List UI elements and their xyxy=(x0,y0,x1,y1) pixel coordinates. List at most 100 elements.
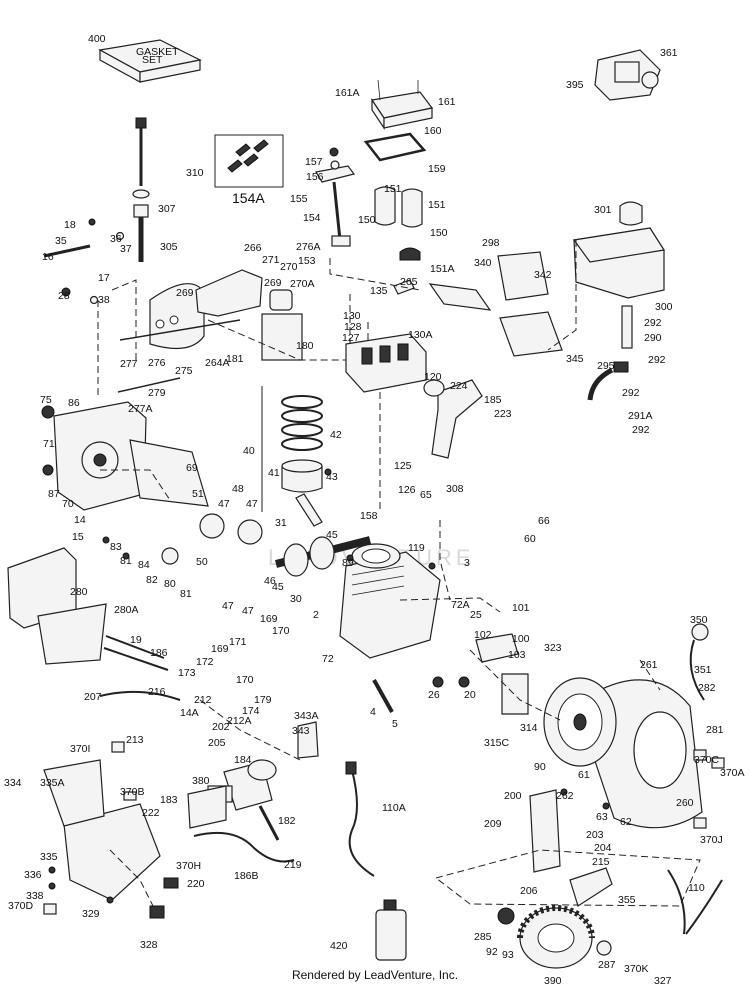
part-callout: 47 xyxy=(222,600,234,612)
part-callout: 260 xyxy=(676,797,694,809)
part-callout: 327 xyxy=(654,975,672,987)
part-callout: 281 xyxy=(706,724,724,736)
part-callout: 334 xyxy=(4,777,22,789)
part-callout: 86 xyxy=(68,397,80,409)
part-callout: 266 xyxy=(244,242,262,254)
linkages xyxy=(43,244,394,863)
part-callout: 151A xyxy=(430,263,455,275)
part-callout: 305 xyxy=(160,241,178,253)
part-callout: 276 xyxy=(148,357,166,369)
crankcase-cover xyxy=(53,401,209,511)
part-callout: 66 xyxy=(538,515,550,527)
part-callout: 102 xyxy=(474,629,492,641)
part-callout: 342 xyxy=(534,269,552,281)
part-callout: 156 xyxy=(306,171,324,183)
part-callout: 157 xyxy=(305,156,323,168)
part-callouts: 400361395161A161160310157156159155151151… xyxy=(4,33,745,987)
part-callout: 150 xyxy=(430,227,448,239)
part-callout: 60 xyxy=(524,533,536,545)
part-callout: 292 xyxy=(622,387,640,399)
control-assembly xyxy=(594,49,661,101)
part-callout: 224 xyxy=(450,380,468,392)
part-callout: 16 xyxy=(42,251,54,263)
part-callout: 51 xyxy=(192,488,204,500)
part-callout: 179 xyxy=(254,694,272,706)
part-callout: 269 xyxy=(264,277,282,289)
part-callout: 128 xyxy=(344,321,362,333)
blower-housing xyxy=(593,679,703,829)
part-callout: 151 xyxy=(384,183,402,195)
part-callout: 45 xyxy=(272,581,284,593)
part-callout: 291A xyxy=(628,410,653,422)
cylinder-head xyxy=(345,279,427,393)
fasteners xyxy=(41,218,725,956)
part-callout: 264A xyxy=(205,357,230,369)
part-callout: 81 xyxy=(120,555,132,567)
part-callout: 300 xyxy=(655,301,673,313)
recoil-starter xyxy=(517,867,613,969)
part-callout: 323 xyxy=(544,642,562,654)
part-callout: 100 xyxy=(512,633,530,645)
inset-154a: 154A xyxy=(214,134,284,206)
part-callout: 215 xyxy=(592,856,610,868)
part-callout: 203 xyxy=(586,829,604,841)
part-callout: 370C xyxy=(694,754,720,766)
part-callout: 186B xyxy=(234,870,259,882)
part-callout: 19 xyxy=(130,634,142,646)
part-callout: 36 xyxy=(110,233,122,245)
part-callout: 127 xyxy=(342,332,360,344)
part-callout: 103 xyxy=(508,649,526,661)
ignition-module xyxy=(475,633,529,715)
part-callout: 328 xyxy=(140,939,158,951)
piston-assembly xyxy=(261,386,323,527)
part-callout: 173 xyxy=(178,667,196,679)
part-callout: 292 xyxy=(648,354,666,366)
part-callout: 81 xyxy=(180,588,192,600)
part-callout: 336 xyxy=(24,869,42,881)
part-callout: 212A xyxy=(227,715,252,727)
part-callout: 45 xyxy=(326,529,338,541)
part-callout: 110 xyxy=(688,882,705,894)
part-callout: 292 xyxy=(644,317,662,329)
part-callout: 159 xyxy=(428,163,446,175)
part-callout: 206 xyxy=(520,885,538,897)
part-callout: 119 xyxy=(408,542,425,554)
part-callout: 47 xyxy=(218,498,230,510)
part-callout: 72A xyxy=(451,599,470,611)
part-callout: 130A xyxy=(408,329,433,341)
crankshaft xyxy=(161,513,371,577)
part-callout: 204 xyxy=(594,842,612,854)
short-block xyxy=(7,547,107,665)
part-callout: 202 xyxy=(212,721,230,733)
part-callout: 31 xyxy=(275,517,287,529)
part-callout: 308 xyxy=(446,483,464,495)
part-callout: 15 xyxy=(72,531,84,543)
part-callout: 151 xyxy=(428,199,446,211)
part-callout: 154 xyxy=(303,212,321,224)
part-callout: 395 xyxy=(566,79,584,91)
part-callout: 200 xyxy=(504,790,522,802)
part-callout: 41 xyxy=(268,467,280,479)
part-callout: 65 xyxy=(420,489,432,501)
part-callout: 370D xyxy=(8,900,34,912)
part-callout: 25 xyxy=(470,609,482,621)
intake-elbow xyxy=(423,379,483,459)
part-callout: 47 xyxy=(242,605,254,617)
part-callout: 370J xyxy=(700,834,723,846)
part-callout: 26 xyxy=(428,689,440,701)
part-callout: 14 xyxy=(74,514,86,526)
part-callout: 222 xyxy=(142,807,160,819)
part-callout: 161 xyxy=(438,96,456,108)
part-callout: 420 xyxy=(330,940,348,952)
valve-cover xyxy=(363,79,434,162)
part-callout: 20 xyxy=(464,689,476,701)
part-callout: 3 xyxy=(464,557,470,569)
part-callout: 390 xyxy=(544,975,562,987)
part-callout: 350 xyxy=(690,614,708,626)
part-callout: 285 xyxy=(474,931,492,943)
part-callout: 277 xyxy=(120,358,138,370)
part-callout: 270 xyxy=(280,261,298,273)
footer-credit: Rendered by LeadVenture, Inc. xyxy=(291,968,459,982)
part-callout: 280 xyxy=(70,586,88,598)
